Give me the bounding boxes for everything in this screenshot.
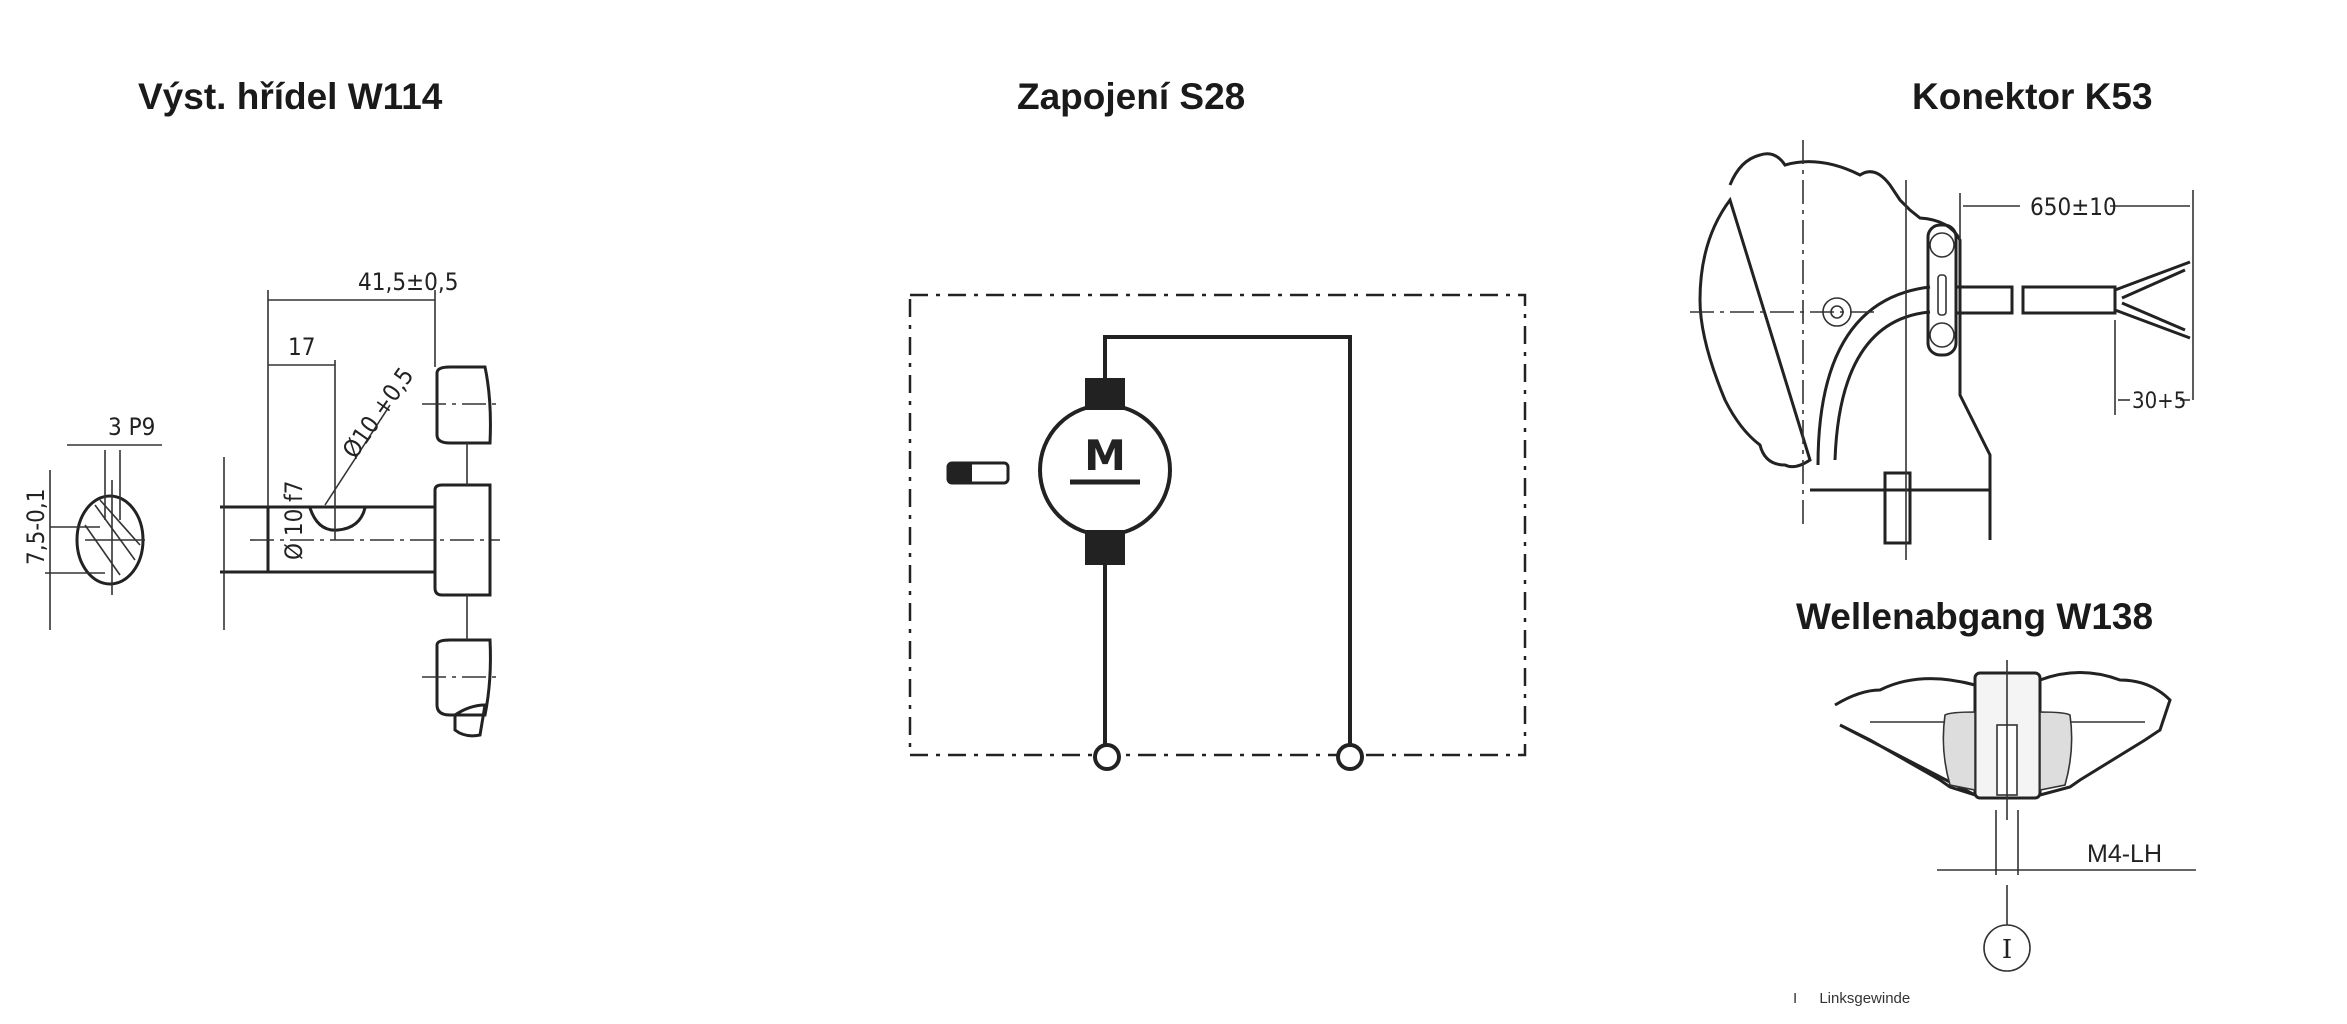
shaft-title: Výst. hřídel W114 — [138, 76, 443, 117]
diameter-dim: Ø 10 f7 — [280, 481, 308, 561]
legend-text: Linksgewinde — [1819, 990, 1911, 1007]
legend: I Linksgewinde — [1793, 990, 1910, 1007]
cable-length-dim: 650±10 — [2030, 193, 2117, 221]
flat-dim: 7,5-0,1 — [22, 489, 50, 565]
wiring-diagram: M — [908, 293, 1527, 771]
thread-label: M4-LH — [2087, 840, 2162, 868]
terminal-2 — [1336, 743, 1364, 771]
shaft-drawing: 3 P9 7,5-0,1 41,5±0,5 17 Ø10 +0,5 Ø 10 f… — [22, 268, 502, 738]
connector-drawing: 650±10 30+5 — [1690, 140, 2194, 560]
legend-key: I — [1793, 990, 1798, 1007]
output-title: Wellenabgang W138 — [1796, 596, 2154, 637]
output-shaft-drawing: I M4-LH — [1834, 660, 2196, 972]
motor-label: M — [1084, 431, 1126, 480]
wiring-title: Zapojení S28 — [1017, 76, 1246, 117]
connector-title: Konektor K53 — [1912, 76, 2153, 117]
offset-dim: 17 — [288, 333, 315, 361]
hole-dim: Ø10 +0,5 — [337, 362, 419, 463]
terminal-1 — [1093, 743, 1121, 771]
callout-label: I — [2002, 935, 2012, 965]
strip-length-dim: 30+5 — [2132, 389, 2186, 414]
length-dim: 41,5±0,5 — [358, 268, 458, 296]
width-dim: 3 P9 — [108, 413, 155, 441]
